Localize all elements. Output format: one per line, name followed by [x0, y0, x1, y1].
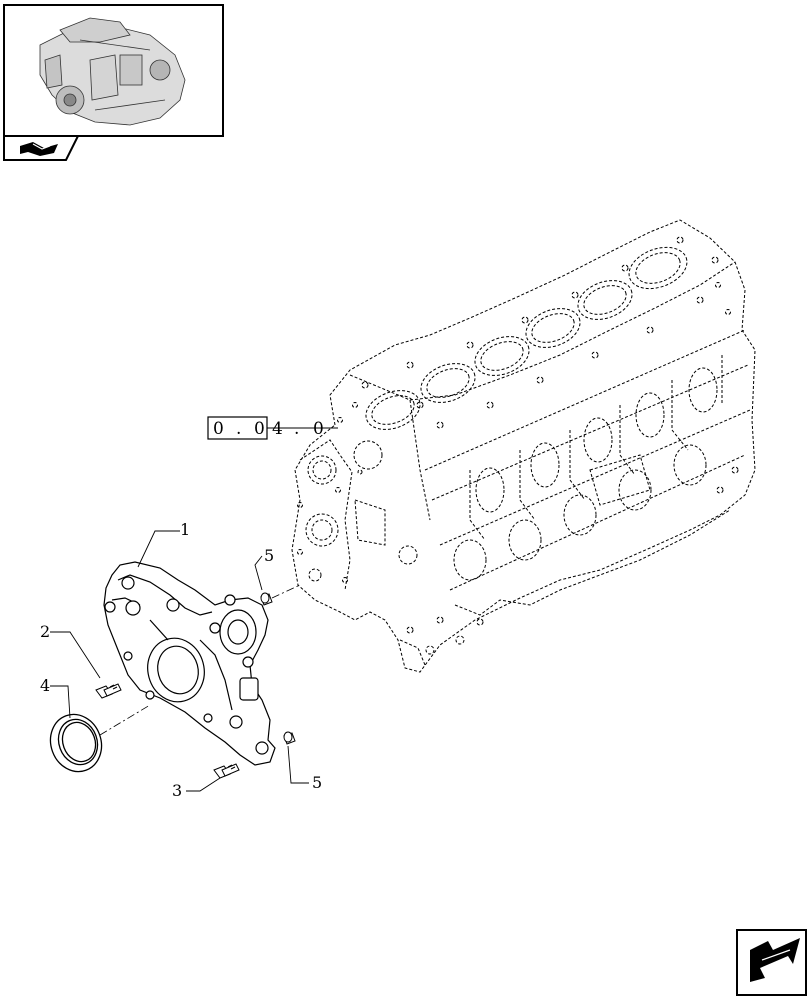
- ref-char-4: 4: [272, 419, 283, 439]
- next-page-button[interactable]: [736, 929, 807, 996]
- engine-thumbnail-icon: [39, 17, 186, 126]
- callout-3: 3: [172, 781, 182, 800]
- screw-part-2: [95, 683, 122, 699]
- callout-leaders: [50, 530, 309, 792]
- callout-5-upper: 5: [264, 546, 274, 565]
- screw-part-3: [213, 763, 240, 779]
- ref-char-5: .: [294, 419, 299, 439]
- next-page-arrow-icon: [750, 938, 800, 982]
- engine-block: [291, 219, 756, 673]
- ref-char-1: 0: [213, 419, 224, 439]
- ref-char-2: .: [236, 419, 241, 439]
- dowel-part-5-lower: [283, 731, 296, 745]
- callout-1: 1: [180, 520, 190, 539]
- callout-4: 4: [40, 676, 50, 695]
- page-turn-icon[interactable]: [3, 135, 80, 161]
- callout-5-lower: 5: [312, 773, 322, 792]
- seal-ring-part-4: [49, 713, 103, 773]
- thumbnail-panel[interactable]: [3, 4, 224, 161]
- assembly-lines: [99, 584, 301, 736]
- callout-2: 2: [40, 622, 50, 641]
- reference-box-0-04-0[interactable]: 0 . 0 4 . 0: [207, 416, 338, 440]
- dowel-part-5-upper: [260, 592, 273, 606]
- timing-cover: [103, 561, 276, 766]
- ref-char-3: 0: [254, 419, 265, 439]
- ref-char-6: 0: [313, 419, 324, 439]
